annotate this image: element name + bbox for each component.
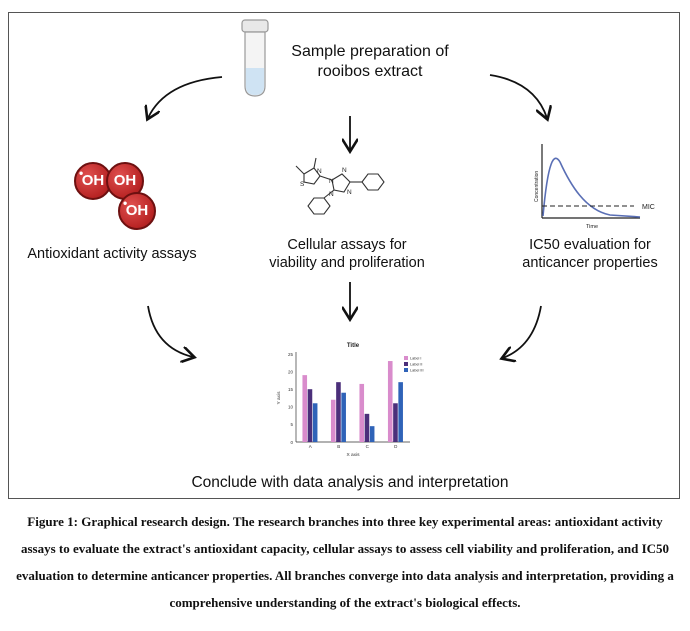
step-cellular-assays: Cellular assays for viability and prolif… (252, 236, 442, 272)
arrow-antioxidant-to-conclude (147, 305, 193, 357)
step-cellular-line1: Cellular assays for (287, 237, 407, 253)
chart-legend-swatch (404, 362, 408, 366)
chart-xtick-label: A (309, 444, 312, 449)
chart-bar (336, 382, 341, 442)
step-ic50-line1: IC50 evaluation for (529, 237, 651, 253)
ic50-plot-icon: MIC Time Concentration (534, 144, 655, 230)
chart-legend-swatch (404, 368, 408, 372)
chart-bar (359, 383, 365, 442)
ic50-threshold-label: MIC (642, 204, 655, 211)
chart-legend-swatch (404, 356, 408, 360)
chart-xtick-label: B (337, 444, 340, 449)
step-conclude: Conclude with data analysis and interpre… (191, 474, 509, 491)
chart-xtick-label: D (394, 444, 398, 449)
chart-legend-label: Label II (410, 362, 422, 366)
chart-xtick-label: C (366, 444, 370, 449)
chart-bar (302, 375, 308, 442)
chart-bar (364, 413, 370, 442)
step-antioxidant-assays: Antioxidant activity assays (27, 246, 197, 262)
mtt-molecule-icon: S N N N N N (295, 157, 385, 215)
chart-ytick-label: 10 (288, 405, 294, 410)
oh-molecule-3: OH (118, 192, 156, 230)
chart-ylabel: Y axis (276, 391, 282, 405)
svg-text:N: N (329, 178, 334, 185)
chart-bar (307, 389, 313, 442)
chart-ytick-label: 20 (288, 369, 294, 374)
ic50-ylabel: Concentration (534, 171, 540, 202)
step-cellular-line2: viability and proliferation (269, 255, 425, 271)
bar-chart: Title 0 5 10 15 20 25A B C D X axis Y axis Label I La… (276, 343, 424, 458)
step-sample-preparation: Sample preparation of rooibos extract (270, 42, 470, 82)
chart-title: Title (347, 343, 360, 349)
ic50-xlabel: Time (586, 224, 598, 230)
step-ic50-evaluation: IC50 evaluation for anticancer propertie… (500, 236, 680, 272)
figure-caption: Figure 1: Graphical research design. The… (16, 514, 674, 610)
chart-bar (393, 403, 398, 442)
svg-text:N: N (342, 167, 347, 174)
chart-bar (341, 392, 346, 442)
chart-ytick-label: 5 (290, 422, 293, 427)
svg-text:N: N (317, 168, 322, 175)
svg-text:S: S (300, 181, 305, 188)
chart-legend-label: Label III (410, 368, 424, 372)
chart-xlabel: X axis (346, 452, 360, 458)
step-sample-line1: Sample preparation of (291, 43, 449, 60)
arrow-to-antioxidant (148, 76, 223, 118)
arrow-ic50-to-conclude (503, 305, 542, 358)
svg-text:N: N (347, 189, 352, 196)
chart-bar (369, 426, 375, 442)
chart-legend-label: Label I (410, 356, 421, 360)
chart-ytick-label: 0 (290, 440, 293, 445)
oh-molecule-2: OH (106, 162, 144, 200)
chart-bar (398, 382, 403, 442)
chart-ytick-label: 25 (288, 352, 294, 357)
step-ic50-line2: anticancer properties (522, 255, 658, 271)
chart-bar (330, 399, 336, 442)
chart-bar (312, 403, 318, 442)
svg-text:N: N (329, 191, 334, 198)
hydroxyl-radicals-icon: OH OH OH • • (70, 158, 180, 233)
test-tube-icon (241, 19, 269, 97)
arrow-to-ic50 (489, 74, 547, 118)
chart-ytick-label: 15 (288, 387, 294, 392)
step-sample-line2: rooibos extract (317, 63, 423, 80)
chart-bar (387, 361, 393, 442)
